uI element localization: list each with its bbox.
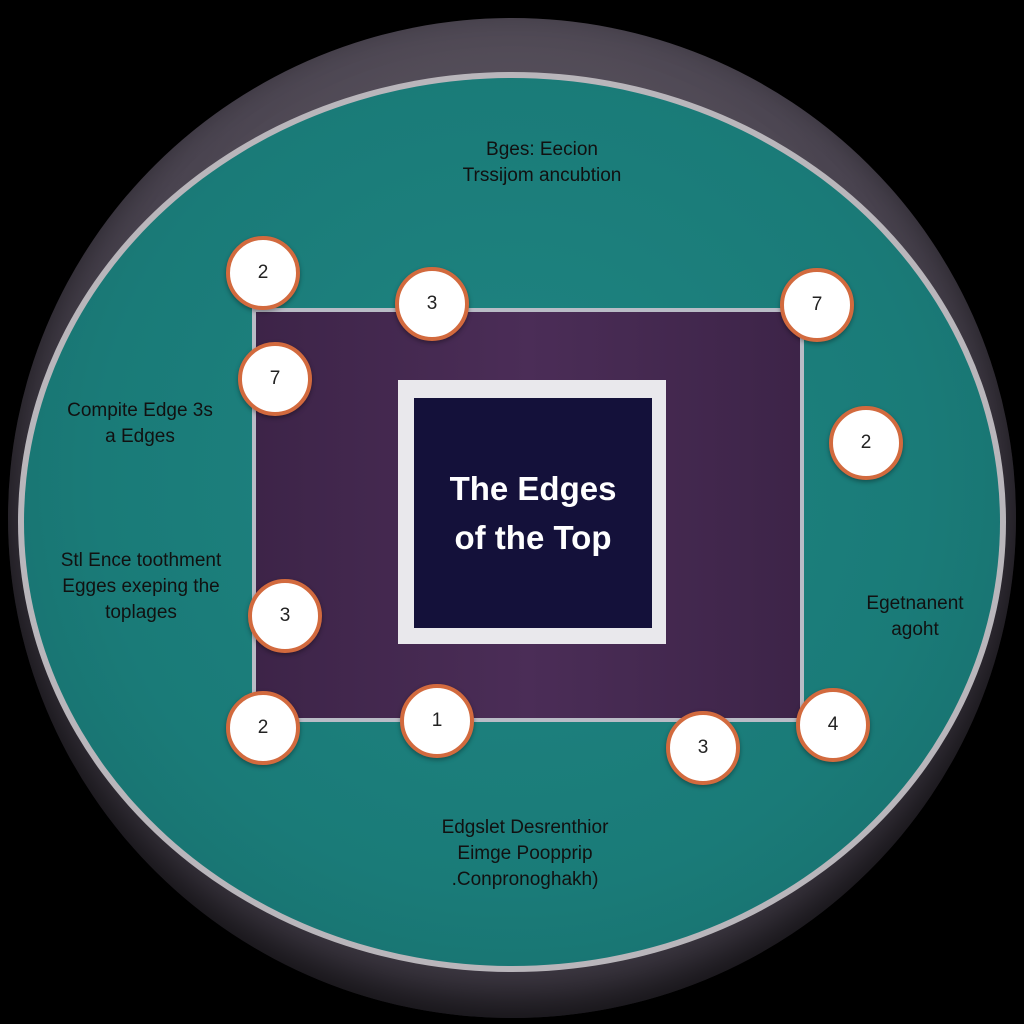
- node-marker: 7: [238, 342, 312, 416]
- node-value: 3: [697, 737, 709, 758]
- left-label-lower: Stl Ence toothment Egges exeping the top…: [60, 550, 222, 623]
- center-box: The Edges of the Top: [414, 398, 652, 628]
- node-marker: 1: [400, 684, 474, 758]
- node-value: 2: [257, 262, 269, 283]
- node-marker: 3: [666, 711, 740, 785]
- node-marker: 2: [829, 406, 903, 480]
- left-label-upper: Compite Edge 3s a Edges: [67, 400, 213, 447]
- node-value: 1: [431, 710, 443, 731]
- node-value: 3: [426, 293, 438, 314]
- node-value: 7: [269, 368, 281, 389]
- center-title: The Edges of the Top: [449, 470, 617, 556]
- bottom-label: Edgslet Desrenthior Eimge Poopprip .Conp…: [441, 817, 609, 890]
- node-value: 7: [811, 294, 823, 315]
- node-marker: 7: [780, 268, 854, 342]
- top-label: Bges: Eecion Trssijom ancubtion: [462, 139, 622, 186]
- node-value: 4: [827, 714, 839, 735]
- node-marker: 4: [796, 688, 870, 762]
- node-marker: 3: [248, 579, 322, 653]
- right-label: Egetnanent agoht: [866, 593, 964, 640]
- node-marker: 2: [226, 691, 300, 765]
- node-marker: 3: [395, 267, 469, 341]
- node-value: 2: [860, 432, 872, 453]
- node-value: 3: [279, 605, 291, 626]
- node-value: 2: [257, 717, 269, 738]
- node-marker: 2: [226, 236, 300, 310]
- purple-square: [252, 308, 804, 722]
